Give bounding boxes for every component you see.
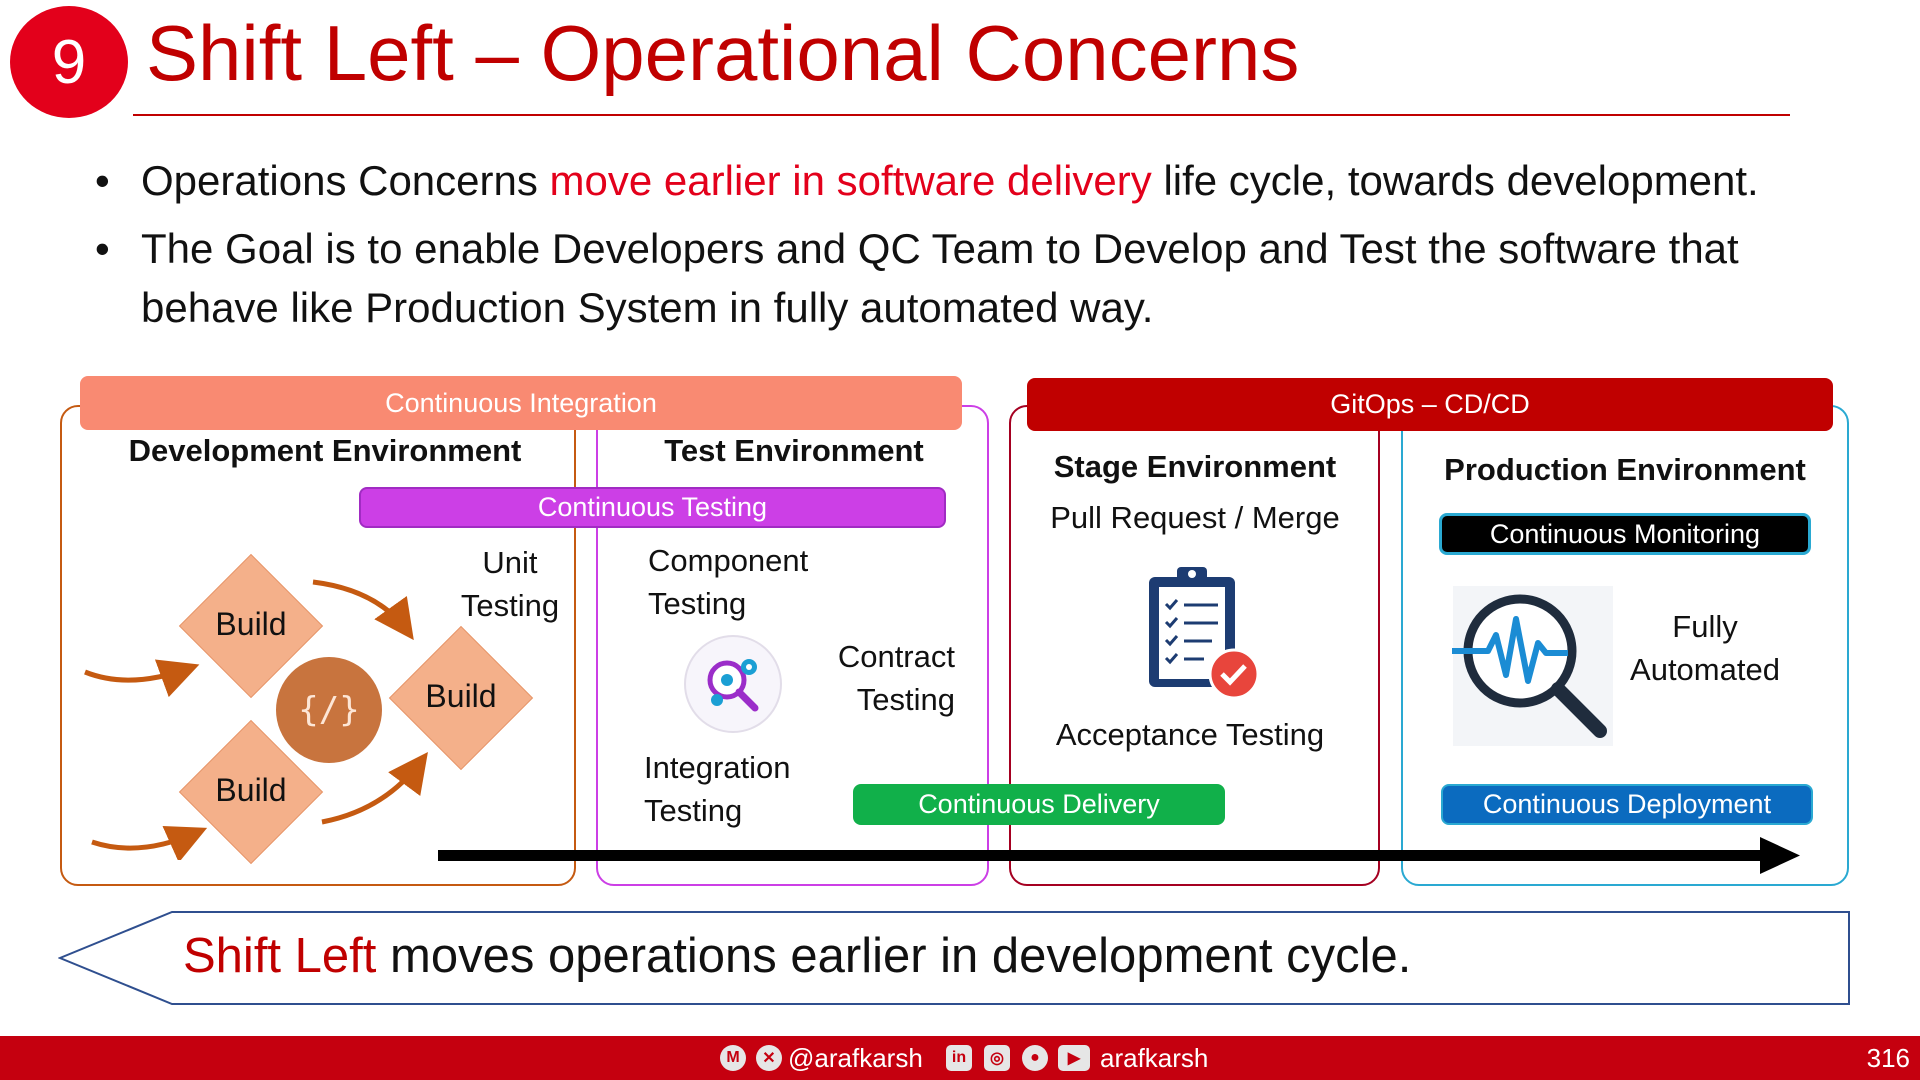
slide-number: 9 <box>51 27 87 97</box>
shift-left-rest: moves operations earlier in development … <box>376 929 1412 983</box>
bullet-dot: • <box>95 225 110 272</box>
clipboard-checklist-icon <box>1149 567 1260 700</box>
test-environment-title: Test Environment <box>664 433 924 468</box>
component-testing-label: Component Testing <box>648 539 808 626</box>
youtube-icon[interactable]: ▶ <box>1058 1045 1090 1071</box>
slide-number-badge: 9 <box>10 6 128 118</box>
unit-testing-label: Unit Testing <box>445 541 575 628</box>
stage-environment-title: Stage Environment <box>1053 449 1337 484</box>
bullet-1-text-start: Operations Concerns <box>141 157 550 204</box>
acceptance-testing-label: Acceptance Testing <box>1055 717 1325 752</box>
arrow-build-bottom-to-right <box>321 751 428 825</box>
footer-handle-primary[interactable]: @arafkarsh <box>788 1043 923 1073</box>
component-testing-line-1: Component <box>648 543 809 578</box>
search-gear-icon <box>684 635 782 733</box>
title-underline <box>133 114 1790 116</box>
component-testing-line-2: Testing <box>648 586 747 622</box>
pipeline-arrow <box>438 837 1800 874</box>
gitops-bar: GitOps – CD/CD <box>1027 378 1833 431</box>
continuous-integration-bar: Continuous Integration <box>80 376 962 430</box>
shift-left-statement: Shift Left moves operations earlier in d… <box>183 928 1411 984</box>
unit-testing-line-2: Testing <box>460 588 560 624</box>
arrow-build-top-to-right <box>312 579 414 641</box>
production-environment-title: Production Environment <box>1444 452 1806 487</box>
fully-automated-line-2: Automated <box>1630 652 1780 688</box>
bullet-1-text-end: life cycle, towards development. <box>1151 157 1759 204</box>
monitoring-magnifier-icon <box>1452 586 1613 746</box>
continuous-testing-bar: Continuous Testing <box>359 487 946 528</box>
footer-handle-secondary[interactable]: arafkarsh <box>1100 1043 1209 1073</box>
continuous-deployment-bar: Continuous Deployment <box>1441 784 1813 825</box>
arrow-into-build-bottom <box>91 826 208 860</box>
code-edit-icon: {/} <box>276 657 382 763</box>
integration-testing-label: Integration Testing <box>644 746 791 833</box>
contract-testing-label: Contract Testing <box>810 635 955 722</box>
build-label-bottom: Build <box>215 772 287 808</box>
continuous-monitoring-bar: Continuous Monitoring <box>1439 513 1811 555</box>
bullet-2-line-2: behave like Production System in fully a… <box>141 284 1154 331</box>
contract-testing-line-2: Testing <box>856 682 955 718</box>
bullet-2-line-1: The Goal is to enable Developers and QC … <box>141 225 1739 272</box>
fully-automated-label: Fully Automated <box>1615 605 1795 692</box>
linkedin-icon[interactable]: in <box>946 1045 972 1071</box>
bullet-dot: • <box>95 157 110 204</box>
github-icon[interactable]: ● <box>1022 1045 1048 1071</box>
integration-testing-line-2: Testing <box>644 793 743 829</box>
instagram-icon[interactable]: ◎ <box>984 1045 1010 1071</box>
build-label-right: Build <box>425 678 497 714</box>
development-environment-title: Development Environment <box>128 433 522 468</box>
fully-automated-line-1: Fully <box>1672 609 1738 644</box>
shift-left-banner-arrow <box>58 911 1850 1005</box>
contract-testing-line-1: Contract <box>837 639 955 674</box>
build-label-top: Build <box>215 606 287 642</box>
build-cycle-arrows <box>84 579 428 860</box>
arrow-into-build-top <box>84 659 200 698</box>
pull-request-merge-label: Pull Request / Merge <box>1050 500 1340 535</box>
code-icon-text: {/} <box>298 690 360 730</box>
slide-title: Shift Left – Operational Concerns <box>146 9 1300 97</box>
medium-icon[interactable]: M <box>720 1045 746 1071</box>
integration-testing-line-1: Integration <box>644 750 791 785</box>
continuous-delivery-bar: Continuous Delivery <box>853 784 1225 825</box>
unit-testing-line-1: Unit <box>482 545 538 580</box>
page-number: 316 <box>1866 1043 1910 1073</box>
shift-left-highlight: Shift Left <box>183 929 377 983</box>
bullet-1-highlight: move earlier in software delivery <box>549 157 1152 204</box>
x-icon[interactable]: ✕ <box>756 1045 782 1071</box>
